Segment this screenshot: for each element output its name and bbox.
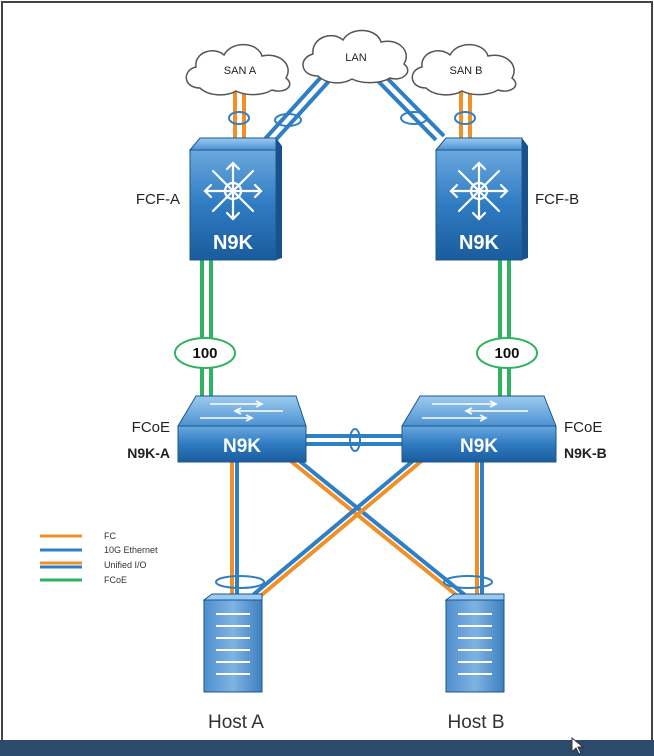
bottom-bar — [0, 740, 654, 756]
model-label: N9K — [460, 436, 498, 457]
legend: FC 10G Ethernet Unified I/O FCoE — [40, 531, 158, 585]
legend-item-10g-ethernet: 10G Ethernet — [40, 545, 158, 555]
fcoe-b-role: FCoE — [564, 419, 602, 436]
model-label: N9K — [223, 436, 261, 457]
switch-arrows-icon — [422, 400, 528, 422]
cloud-lan: LAN — [302, 29, 409, 84]
svg-text:Unified I/O: Unified I/O — [104, 560, 147, 570]
legend-item-fcoe: FCoE — [40, 575, 127, 585]
server-icon — [216, 613, 250, 675]
speed-badge-b: 100 — [476, 337, 538, 369]
link-sanB-fcfB — [454, 90, 476, 140]
switch-fcf-a: N9K — [188, 137, 282, 261]
speed-label-b: 100 — [494, 345, 519, 362]
link-fcfB-n9kB — [498, 260, 511, 398]
host-b-label: Host B — [447, 712, 504, 733]
fcoe-b-name: N9K-B — [564, 445, 607, 461]
switch-n9k-b: N9K — [401, 395, 557, 463]
svg-text:FCoE: FCoE — [104, 575, 127, 585]
link-fcfA-n9kA — [200, 260, 213, 398]
host-a — [202, 593, 263, 693]
fcoe-a-role: FCoE — [132, 419, 170, 436]
fcoe-a-name: N9K-A — [127, 445, 170, 461]
svg-text:10G Ethernet: 10G Ethernet — [104, 545, 158, 555]
server-icon — [458, 613, 492, 675]
link-n9kA-n9kB — [300, 428, 410, 452]
speed-badge-a: 100 — [174, 337, 236, 369]
cloud-label-san-b: SAN B — [449, 65, 482, 77]
legend-item-fc: FC — [40, 531, 116, 541]
fabric-star-icon — [449, 161, 509, 221]
link-lan-fcfB — [373, 72, 446, 142]
switch-arrows-icon — [200, 400, 283, 422]
host-b — [444, 593, 505, 693]
model-label: N9K — [459, 232, 500, 254]
fabric-star-icon — [203, 161, 263, 221]
fcf-b-label: FCF-B — [535, 191, 579, 208]
link-unified-io — [215, 453, 493, 600]
speed-label-a: 100 — [192, 345, 217, 362]
mouse-cursor-icon — [571, 736, 585, 755]
cloud-san-b: SAN B — [411, 43, 517, 96]
switch-fcf-b: N9K — [434, 137, 528, 261]
link-lan-fcfA — [262, 74, 332, 146]
legend-item-unified-io: Unified I/O — [40, 560, 147, 570]
cloud-label-san-a: SAN A — [224, 65, 257, 77]
cloud-san-a: SAN A — [185, 43, 291, 96]
svg-text:FC: FC — [104, 531, 116, 541]
model-label: N9K — [213, 232, 254, 254]
link-sanA-fcfA — [228, 90, 250, 140]
cloud-label-lan: LAN — [345, 52, 366, 64]
host-a-label: Host A — [208, 712, 264, 733]
fcf-a-label: FCF-A — [136, 191, 180, 208]
switch-n9k-a: N9K — [177, 395, 307, 463]
